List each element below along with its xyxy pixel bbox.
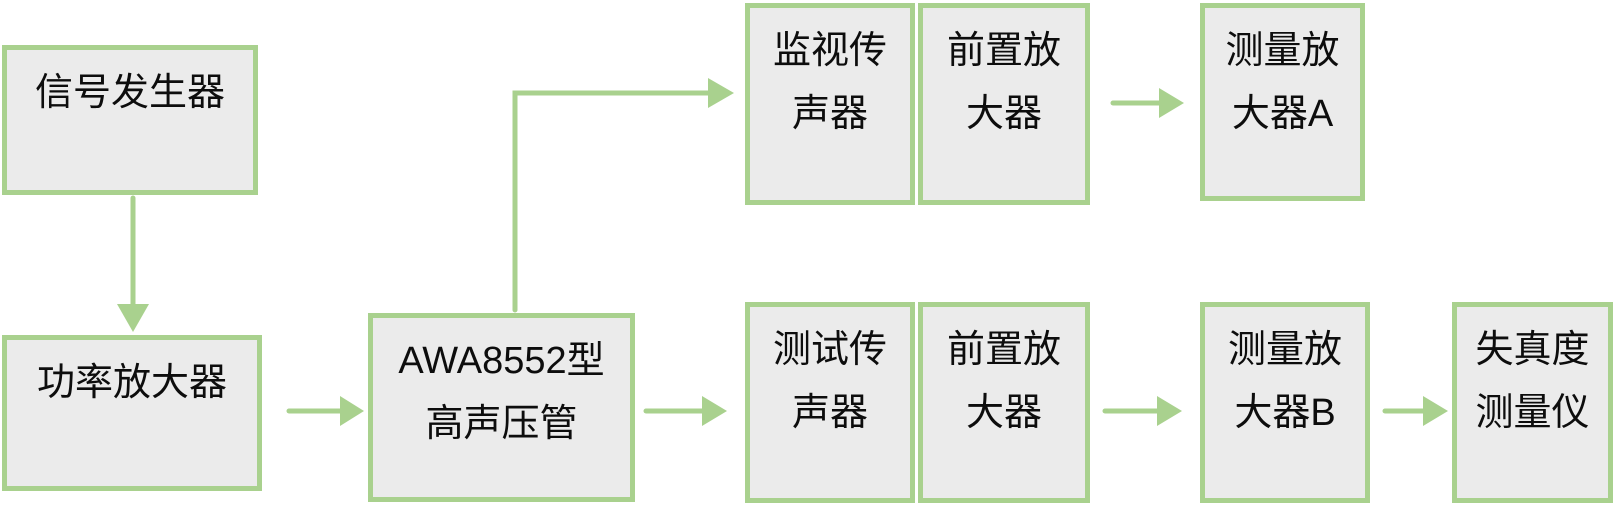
node-power-amplifier: 功率放大器 bbox=[2, 335, 262, 491]
node-monitor-mic-label: 监视传 声器 bbox=[772, 30, 887, 135]
node-preamp-top: 前置放 大器 bbox=[918, 3, 1090, 205]
arrow-signal-generator-to-power-amplifier bbox=[117, 195, 149, 332]
node-awa-tube-label: AWA8552型 高声压管 bbox=[398, 340, 605, 445]
node-measuring-amp-b-label: 测量放 大器B bbox=[1227, 329, 1342, 434]
arrow-preamp-bottom-to-measuring-amp-b bbox=[1102, 396, 1182, 426]
node-measuring-amp-a-label: 测量放 大器A bbox=[1225, 30, 1340, 135]
arrow-awa-tube-to-test-mic bbox=[643, 396, 727, 426]
node-preamp-top-label: 前置放 大器 bbox=[946, 30, 1061, 135]
node-monitor-mic: 监视传 声器 bbox=[745, 3, 915, 205]
arrow-awa-tube-to-monitor-mic bbox=[512, 78, 734, 313]
node-signal-generator: 信号发生器 bbox=[2, 45, 258, 195]
node-test-mic-label: 测试传 声器 bbox=[772, 329, 887, 434]
node-awa-tube: AWA8552型 高声压管 bbox=[368, 313, 635, 502]
node-distortion-meter-label: 失真度 测量仪 bbox=[1475, 329, 1590, 434]
arrow-power-amplifier-to-awa-tube bbox=[286, 396, 364, 426]
node-measuring-amp-a: 测量放 大器A bbox=[1200, 3, 1365, 201]
node-power-amplifier-label: 功率放大器 bbox=[36, 362, 227, 404]
node-measuring-amp-b: 测量放 大器B bbox=[1200, 302, 1370, 503]
node-test-mic: 测试传 声器 bbox=[745, 302, 915, 503]
node-signal-generator-label: 信号发生器 bbox=[34, 72, 225, 114]
node-preamp-bottom-label: 前置放 大器 bbox=[946, 329, 1061, 434]
arrow-measuring-amp-b-to-distortion-meter bbox=[1382, 396, 1448, 426]
arrow-preamp-top-to-measuring-amp-a bbox=[1110, 88, 1184, 118]
node-preamp-bottom: 前置放 大器 bbox=[918, 302, 1090, 503]
node-distortion-meter: 失真度 测量仪 bbox=[1452, 302, 1613, 503]
